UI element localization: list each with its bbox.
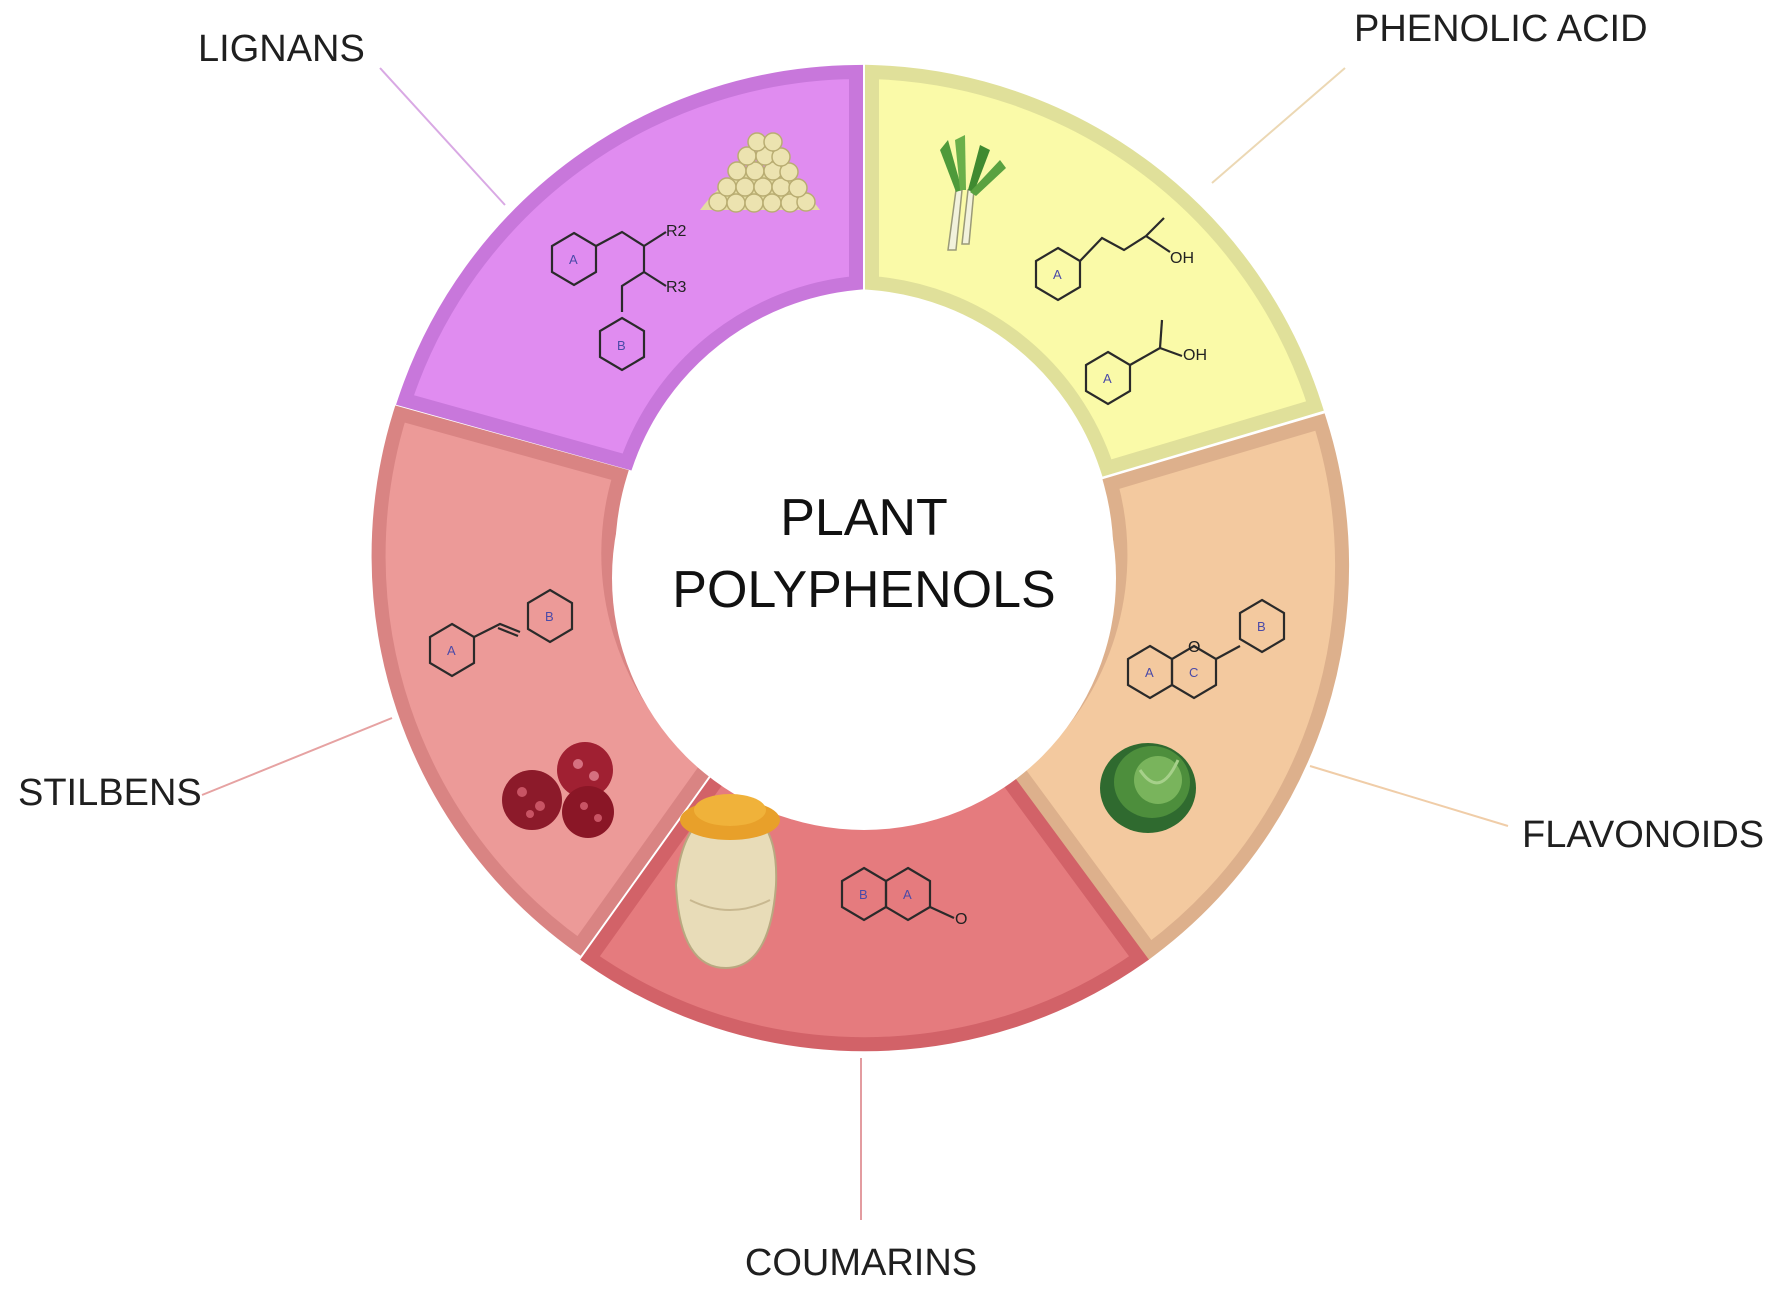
raspberry-icon	[502, 742, 614, 838]
oxygen-label-flavonoid: O	[1188, 639, 1200, 656]
label-lignans: LIGNANS	[198, 28, 365, 70]
ring-label-b-stilbene: B	[545, 609, 554, 624]
ring-label-b: B	[617, 338, 626, 353]
leader-line-flavonoids	[1309, 765, 1509, 827]
cabbage-icon	[1100, 743, 1196, 833]
ring-label-a: A	[569, 252, 578, 267]
ring-label-c-flavonoid: C	[1189, 665, 1198, 680]
ring-label-b-coumarin: B	[859, 887, 868, 902]
phenolic-acid-structures: OH A OH A	[1034, 217, 1207, 406]
ring-label-a-flavonoid: A	[1145, 665, 1154, 680]
segment-flavonoids	[1006, 413, 1350, 960]
oxygen-label-coumarin: O	[955, 911, 967, 928]
leader-line-stilbens	[201, 717, 393, 796]
substituent-r2: R2	[666, 223, 687, 240]
ring-label-b-flavonoid: B	[1257, 619, 1266, 634]
chickpea-pile-icon	[700, 132, 820, 213]
lignan-structure: A B R2 R3	[550, 223, 687, 372]
coumarin-structure: B A O	[840, 866, 967, 928]
center-circle	[612, 326, 1116, 830]
ring-label-a-coumarin: A	[903, 887, 912, 902]
flavonoid-structure: A C B O	[1126, 598, 1286, 700]
label-stilbens: STILBENS	[18, 772, 202, 814]
spice-sack-icon	[674, 794, 780, 970]
label-phenolic-acid: PHENOLIC ACID	[1354, 8, 1648, 50]
oh-label-1: OH	[1170, 250, 1194, 267]
segment-phenolic-acid	[865, 64, 1324, 477]
leader-line-phenolic-acid	[1211, 67, 1346, 184]
ring-label-a-stilbene: A	[447, 643, 456, 658]
center-title-line1: PLANT	[780, 489, 948, 547]
stilbene-structure: A B	[428, 588, 574, 678]
oh-label-2: OH	[1183, 347, 1207, 364]
leek-icon	[940, 135, 1006, 251]
center-title-line2: POLYPHENOLS	[672, 561, 1055, 619]
leader-line-lignans	[379, 67, 506, 206]
ring-label-a-phenolic-2: A	[1103, 371, 1112, 386]
ring-label-a-phenolic-1: A	[1053, 267, 1062, 282]
label-flavonoids: FLAVONOIDS	[1522, 814, 1764, 856]
label-coumarins: COUMARINS	[745, 1242, 977, 1284]
substituent-r3: R3	[666, 279, 687, 296]
